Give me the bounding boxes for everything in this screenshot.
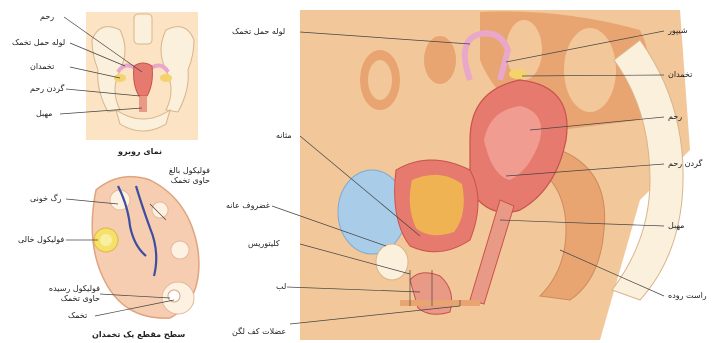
side-label-clitoris: کلیتوریس bbox=[248, 239, 280, 249]
side-label-ovary: تخمدان bbox=[668, 70, 692, 80]
side-label-fallopian-tube: لوله حمل تخمک bbox=[232, 27, 285, 37]
side-label-labia: لب bbox=[276, 282, 286, 292]
front-view-figure bbox=[86, 12, 198, 140]
ovary-label-mature-follicle: فولیکول بالغ حاوی تخمک bbox=[150, 166, 210, 186]
front-label-cervix: گردن رحم bbox=[30, 84, 64, 94]
side-label-rectum: راست روده bbox=[668, 291, 707, 301]
ovary-label-empty-follicle: فولیکول خالی bbox=[18, 235, 64, 245]
ovary-section-caption: سطح مقطع یک تخمدان bbox=[92, 330, 185, 339]
side-label-cervix: گردن رحم bbox=[668, 159, 702, 169]
side-view-figure bbox=[300, 10, 690, 340]
side-label-uterus: رحم bbox=[668, 112, 682, 122]
ovary-label-egg: تخمک bbox=[68, 311, 87, 321]
side-label-fimbriae: شیپور bbox=[668, 26, 688, 36]
front-label-fallopian-tube: لوله حمل تخمک bbox=[12, 38, 65, 48]
front-label-vagina: مهبل bbox=[36, 109, 52, 119]
ovary-label-blood-vessel: رگ خونی bbox=[30, 194, 62, 204]
side-label-pubic-bone: غضروف عانه bbox=[226, 201, 270, 211]
front-label-ovary: تخمدان bbox=[30, 62, 54, 72]
front-label-uterus: رحم bbox=[40, 12, 54, 22]
side-label-pelvic-floor-muscles: عضلات کف لگن bbox=[232, 327, 286, 337]
side-label-vagina: مهبل bbox=[668, 221, 684, 231]
ovary-label-ripe-follicle: فولیکول رسیده حاوی تخمک bbox=[30, 284, 100, 304]
front-view-caption: نمای روبرو bbox=[118, 147, 162, 156]
side-label-bladder: مثانه bbox=[276, 131, 292, 141]
